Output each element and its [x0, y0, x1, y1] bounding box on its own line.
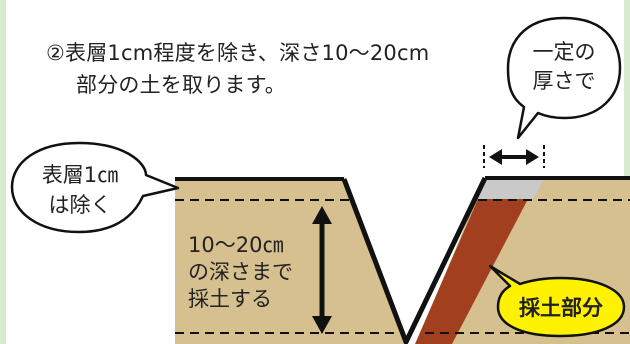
- sample-tag-label: 採土部分: [519, 296, 603, 320]
- surface-callout-line-2: は除く: [49, 193, 112, 217]
- depth-label-line-1: 10～20㎝: [188, 233, 283, 257]
- depth-arrow: [312, 206, 332, 334]
- soil-left-block: [175, 179, 405, 344]
- left-frame-line: [0, 0, 6, 344]
- instruction-text: ②表層1cm程度を除き、深さ10～20cm 部分の土を取ります。: [46, 38, 429, 101]
- surface-layer: [478, 180, 544, 199]
- surface-callout: 表層1㎝ は除く: [10, 141, 180, 234]
- thickness-callout: 一定の 厚さで: [506, 16, 622, 140]
- thickness-callout-line-2: 厚さで: [533, 69, 596, 93]
- right-frame-line: [624, 0, 630, 344]
- depth-label-line-3: 採土する: [188, 287, 272, 311]
- instruction-line-2: 部分の土を取ります。: [76, 72, 286, 97]
- cut-outline: [341, 176, 488, 344]
- sample-strip: [415, 199, 528, 344]
- thickness-callout-line-1: 一定の: [533, 40, 596, 64]
- surface-callout-line-1: 表層1㎝: [42, 163, 118, 187]
- instruction-line-1: ②表層1cm程度を除き、深さ10～20cm: [46, 41, 430, 65]
- thickness-marker: [483, 145, 545, 168]
- depth-label-line-2: の深さまで: [188, 260, 293, 284]
- sample-tag: 採土部分: [488, 264, 626, 338]
